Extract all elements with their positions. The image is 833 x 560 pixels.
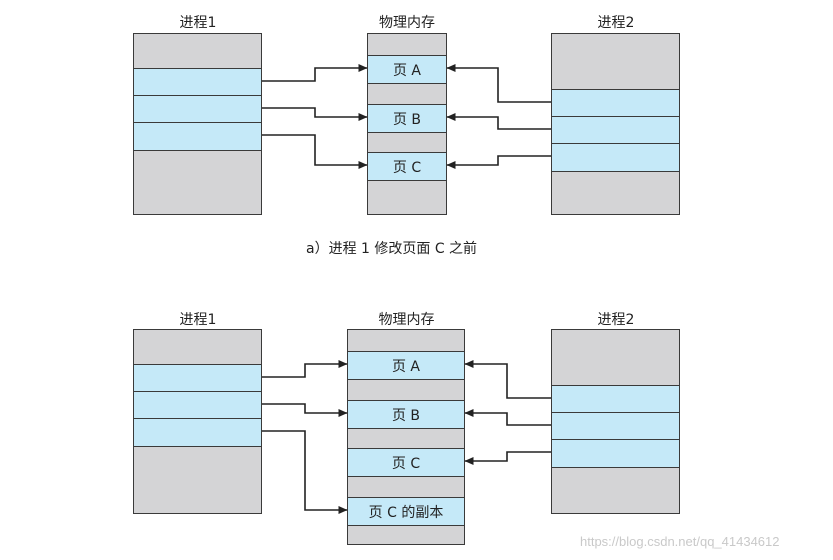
top-p1-page-slot-3 (134, 122, 261, 151)
bottom-process1-title: 进程1 (179, 312, 217, 328)
bottom-mem-page-c-copy-label: 页 C 的副本 (368, 504, 444, 521)
bottom-mem-page-b-label: 页 B (391, 407, 421, 424)
bottom-p1-page-slot-1 (134, 364, 261, 393)
top-p2-page-slot-3 (552, 143, 679, 172)
top-mem-page-b: 页 B (368, 104, 446, 133)
top-arrow-p1-to-page-c (262, 134, 368, 169)
top-arrow-p2-to-page-b (446, 113, 551, 130)
bottom-arrow-p2-to-page-b (464, 409, 551, 426)
bottom-memory-block: 页 A 页 B 页 C 页 C 的副本 (347, 329, 465, 545)
bottom-process2-title: 进程2 (597, 312, 635, 328)
bottom-mem-page-c-label: 页 C (391, 455, 421, 472)
top-p1-page-slot-1 (134, 68, 261, 97)
bottom-mem-page-a-label: 页 A (391, 358, 421, 375)
bottom-p2-page-slot-2 (552, 412, 679, 441)
bottom-arrow-p1-to-page-c-copy (262, 430, 348, 514)
top-process2-title: 进程2 (597, 15, 635, 31)
bottom-p2-page-slot-3 (552, 439, 679, 468)
bottom-process2-block (551, 329, 680, 514)
top-memory-block: 页 A 页 B 页 C (367, 33, 447, 215)
top-mem-page-a-label: 页 A (392, 62, 422, 79)
top-mem-page-a: 页 A (368, 55, 446, 84)
bottom-arrow-p2-to-page-c (464, 451, 551, 465)
bottom-arrow-p1-to-page-a (262, 360, 348, 378)
top-arrow-p1-to-page-b (262, 107, 368, 121)
bottom-process1-block (133, 329, 262, 514)
bottom-p1-page-slot-3 (134, 418, 261, 447)
watermark: https://blog.csdn.net/qq_41434612 (580, 534, 780, 549)
bottom-arrow-p1-to-page-b (262, 403, 348, 417)
top-arrow-p1-to-page-a (262, 64, 368, 82)
top-p2-page-slot-2 (552, 116, 679, 145)
bottom-mem-page-b: 页 B (348, 400, 464, 429)
bottom-mem-page-a: 页 A (348, 351, 464, 380)
bottom-arrow-p2-to-page-a (464, 360, 551, 399)
top-mem-page-c-label: 页 C (392, 159, 422, 176)
top-arrow-p2-to-page-a (446, 64, 551, 103)
bottom-mem-page-c: 页 C (348, 448, 464, 477)
top-p1-page-slot-2 (134, 95, 261, 124)
top-arrow-p2-to-page-c (446, 155, 551, 169)
top-process1-block (133, 33, 262, 215)
top-p2-page-slot-1 (552, 89, 679, 118)
top-process1-title: 进程1 (179, 15, 217, 31)
top-caption: a）进程 1 修改页面 C 之前 (306, 241, 478, 257)
top-mem-page-b-label: 页 B (392, 111, 422, 128)
bottom-mem-page-c-copy: 页 C 的副本 (348, 497, 464, 526)
top-memory-title: 物理内存 (379, 15, 435, 31)
bottom-p1-page-slot-2 (134, 391, 261, 420)
bottom-p2-page-slot-1 (552, 385, 679, 414)
bottom-memory-title: 物理内存 (378, 312, 435, 328)
top-process2-block (551, 33, 680, 215)
top-mem-page-c: 页 C (368, 152, 446, 181)
